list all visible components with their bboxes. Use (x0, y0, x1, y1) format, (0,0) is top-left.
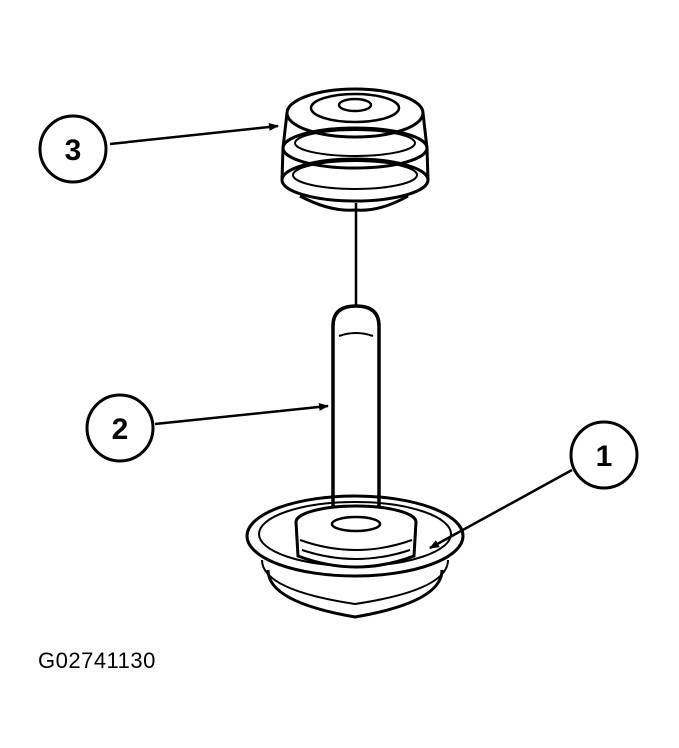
leader-line-1 (429, 468, 573, 550)
callout-label: 2 (112, 413, 129, 446)
callout-2: 2 (85, 393, 155, 463)
spring-part (280, 87, 430, 212)
base-retainer-part (245, 494, 465, 619)
leader-line-3 (109, 122, 279, 146)
callout-3: 3 (38, 114, 108, 184)
leader-lines (109, 122, 573, 550)
callout-circle (569, 420, 639, 490)
callout-label: 3 (65, 134, 82, 167)
figure-code: G02741130 (38, 648, 156, 673)
leader-line-2 (154, 402, 329, 426)
callout-label: 1 (596, 440, 613, 473)
pin-part (331, 304, 381, 532)
callout-1: 1 (569, 420, 639, 490)
callout-circle (85, 393, 155, 463)
callout-circle (38, 114, 108, 184)
